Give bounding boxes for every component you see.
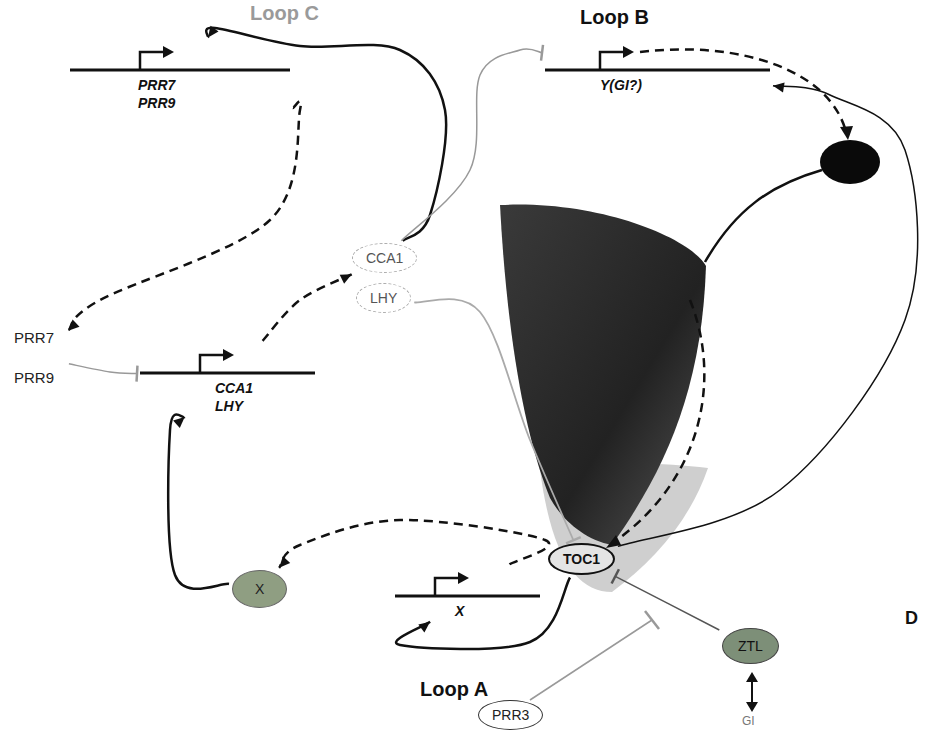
connector — [279, 520, 549, 568]
protein-oval: PRR3 — [478, 700, 543, 730]
arrow-head — [418, 622, 430, 633]
gene-line — [545, 69, 770, 72]
promoter-arrow — [140, 52, 164, 70]
dashed-translation — [640, 49, 846, 132]
connector-line — [168, 414, 229, 588]
gene-locus: CCA1 LHY — [140, 343, 315, 415]
double-arrow — [751, 678, 753, 706]
small-label: GI — [742, 714, 755, 728]
gene-symbol — [545, 40, 770, 80]
arrow-head — [163, 46, 174, 58]
y-protein — [820, 140, 880, 184]
node-text: PRR3 — [492, 707, 529, 723]
arrow-head — [746, 672, 758, 682]
arrow-head — [68, 320, 79, 331]
dark-region — [500, 205, 706, 545]
connector-line — [401, 49, 542, 241]
connector-line — [68, 101, 301, 331]
panel-letter: D — [905, 608, 918, 629]
node-text: PRR7 PRR9 — [14, 318, 66, 398]
loop-label: Loop B — [580, 6, 649, 29]
gene-line — [395, 595, 540, 598]
connector — [401, 45, 543, 241]
connector-line — [206, 28, 446, 241]
inhibition-bar — [541, 45, 543, 61]
connector-line — [414, 299, 573, 540]
arrow-head — [623, 46, 634, 58]
arrow-head — [746, 702, 758, 712]
activation-line — [705, 170, 822, 262]
connector-line — [279, 520, 549, 568]
arrow-head — [173, 417, 185, 428]
connector — [206, 26, 446, 241]
protein-label: PRR7 PRR9 — [14, 318, 66, 398]
protein-ellipse: ZTL — [722, 628, 779, 664]
connector — [68, 101, 301, 331]
gene-locus: PRR7 PRR9 — [70, 40, 290, 112]
arrow-head — [840, 126, 853, 140]
node-text: PRR7 PRR9 — [138, 76, 184, 112]
node-text: CCA1 LHY — [215, 379, 261, 415]
connector — [168, 414, 229, 588]
promoter-arrow — [600, 52, 624, 70]
arrow-head — [279, 556, 290, 568]
node-text: TOC1 — [563, 551, 600, 567]
arrow-head — [223, 349, 234, 361]
gene-symbol — [140, 343, 315, 383]
connector-line — [69, 364, 137, 374]
gene-line — [140, 372, 315, 375]
gene-line — [70, 69, 290, 72]
connector — [612, 569, 720, 630]
inhibition-bar — [135, 366, 138, 382]
dashed-arrow — [614, 300, 704, 542]
gene-locus: X — [395, 566, 540, 620]
node-text: X — [255, 581, 264, 597]
protein-ellipse: X — [232, 570, 287, 608]
promoter-arrow — [435, 578, 459, 596]
connector-line — [263, 274, 352, 341]
connector-line — [615, 576, 719, 630]
connector — [414, 299, 581, 543]
gene-symbol — [395, 566, 540, 606]
node-text: LHY — [370, 290, 397, 306]
arrow-head — [340, 274, 352, 283]
arrow-head — [458, 572, 469, 584]
gene-symbol — [70, 40, 290, 80]
arrow-head — [773, 83, 785, 93]
node-text: CCA1 — [366, 250, 403, 266]
inhibition-bar — [612, 569, 619, 583]
inhibition-line — [530, 620, 652, 700]
connector — [263, 274, 352, 341]
node-text: X — [455, 602, 501, 620]
arrow-head — [208, 26, 219, 38]
connector — [69, 364, 138, 382]
inhibition-bar — [645, 611, 659, 629]
loop-label: Loop C — [250, 2, 319, 25]
node-text: Y(GI?) — [600, 76, 646, 94]
protein-oval: CCA1 — [352, 243, 417, 273]
connector — [396, 578, 570, 649]
node-text: ZTL — [738, 638, 763, 654]
connector-line — [618, 86, 918, 547]
loop-label: Loop A — [420, 678, 488, 701]
protein-oval: TOC1 — [548, 543, 615, 575]
gene-locus: Y(GI?) — [545, 40, 770, 94]
promoter-arrow — [200, 355, 224, 373]
connector-line — [396, 578, 570, 649]
protein-oval: LHY — [356, 283, 411, 313]
connector — [618, 83, 918, 547]
